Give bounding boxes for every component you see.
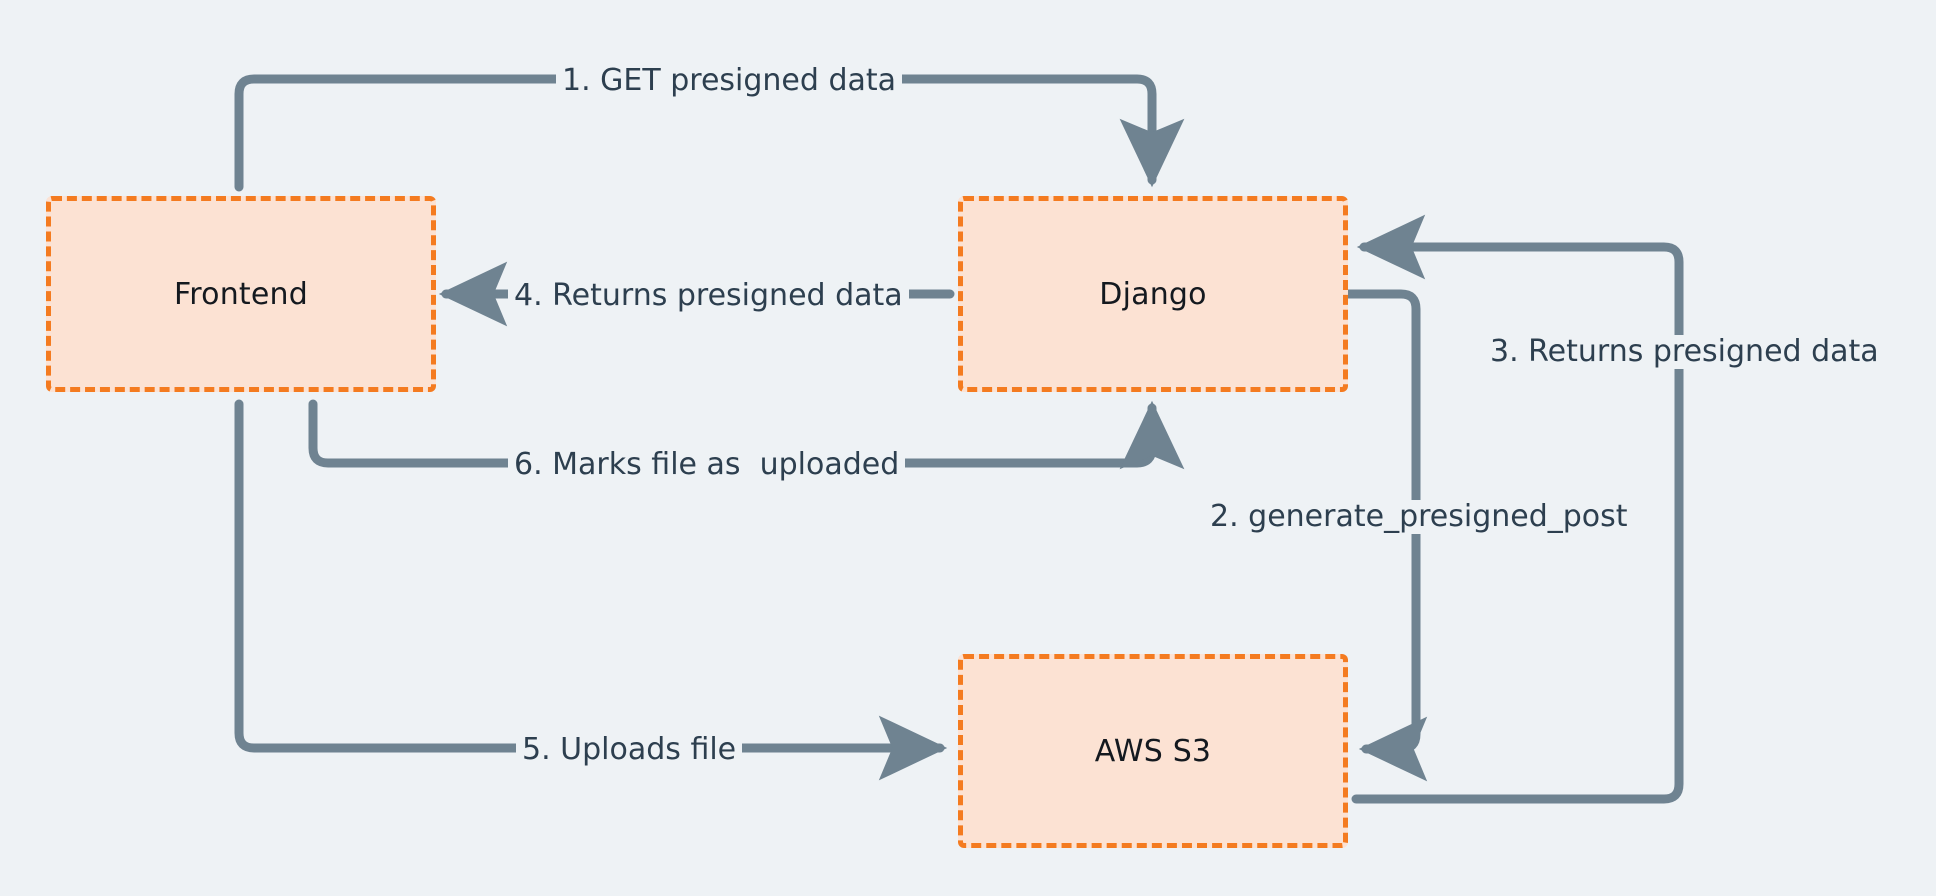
edge-path-5 <box>234 399 948 781</box>
edge-label-2: 2. generate_presigned_post <box>1204 500 1634 534</box>
edge-path-3 <box>1351 214 1684 804</box>
edge-label-5: 5. Uploads file <box>516 733 743 767</box>
node-aws-s3[interactable]: AWS S3 <box>958 654 1348 848</box>
node-aws-s3-label: AWS S3 <box>1094 733 1212 769</box>
edge-label-1: 1. GET presigned data <box>556 64 903 98</box>
node-django[interactable]: Django <box>958 196 1348 392</box>
node-frontend[interactable]: Frontend <box>46 196 436 392</box>
edge-label-6: 6. Marks file as uploaded <box>508 448 906 482</box>
edge-label-3: 3. Returns presigned data <box>1484 335 1885 369</box>
node-frontend-label: Frontend <box>174 276 308 312</box>
node-django-label: Django <box>1099 276 1207 312</box>
edge-label-4: 4. Returns presigned data <box>508 279 909 313</box>
